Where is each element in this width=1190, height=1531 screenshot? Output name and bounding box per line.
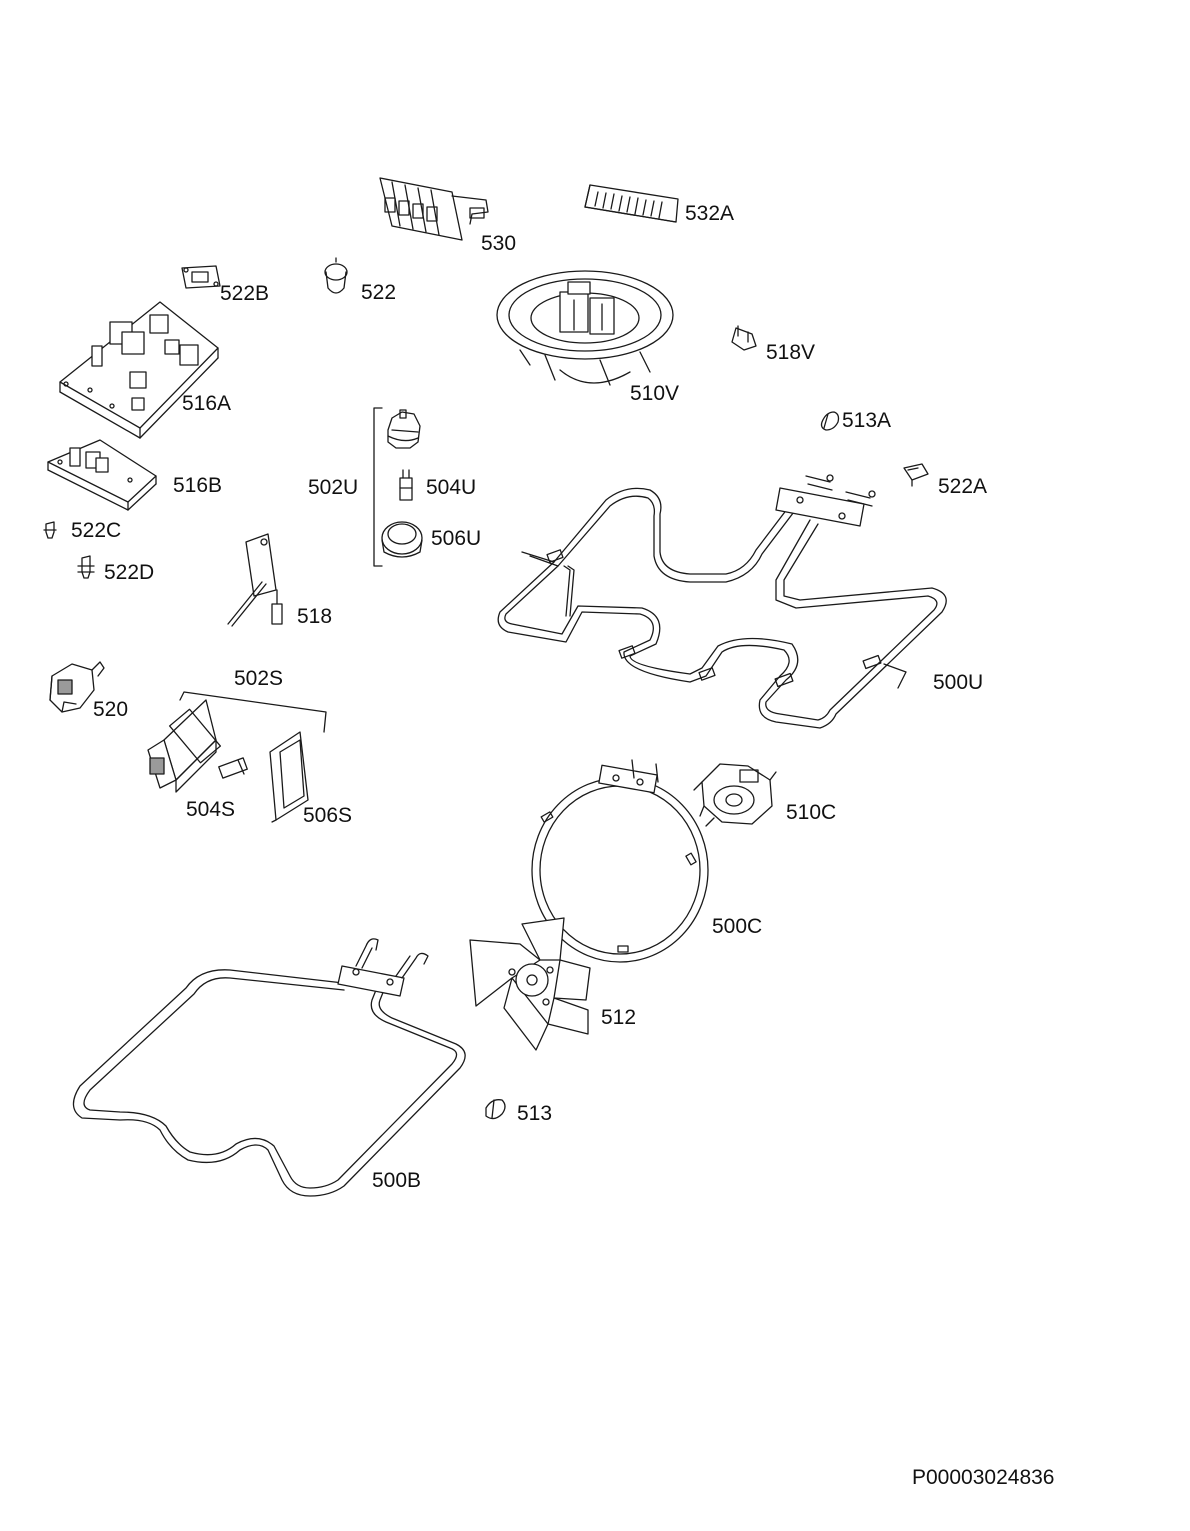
part-522C-clip [43, 521, 57, 539]
label-522A: 522A [938, 475, 988, 498]
label-502U: 502U [308, 476, 359, 499]
part-510V-fan-motor [496, 270, 674, 386]
label-513: 513 [517, 1102, 553, 1125]
label-516B: 516B [173, 474, 223, 497]
label-506S: 506S [303, 804, 353, 827]
part-522A-bracket [903, 463, 929, 487]
part-513A-cap [820, 411, 840, 431]
label-510C: 510C [786, 801, 837, 824]
label-520: 520 [93, 698, 129, 721]
label-504U: 504U [426, 476, 477, 499]
label-530: 530 [481, 232, 517, 255]
part-518-probe [227, 533, 283, 627]
part-500B-bottom-element [72, 938, 466, 1197]
part-512-fan-blade [469, 917, 591, 1051]
part-502S-bracket [179, 691, 327, 733]
label-500C: 500C [712, 915, 763, 938]
part-500C-circular-element [531, 759, 709, 963]
part-532A-connector-strip [584, 184, 679, 223]
part-510C-fan-motor [693, 763, 777, 827]
label-506U: 506U [431, 527, 482, 550]
label-512: 512 [601, 1006, 637, 1029]
label-516A: 516A [182, 392, 232, 415]
part-504S-bulb [218, 757, 248, 779]
part-516B-aux-pcb [47, 439, 157, 511]
label-518: 518 [297, 605, 333, 628]
part-500U-grill-element [497, 474, 947, 729]
part-lamp-housing [147, 699, 222, 793]
part-516A-main-pcb [59, 301, 219, 439]
label-510V: 510V [630, 382, 680, 405]
label-532A: 532A [685, 202, 735, 225]
label-502S: 502S [234, 667, 284, 690]
part-520-door-switch [49, 661, 105, 713]
part-522D-clip [77, 555, 95, 579]
part-502U-bracket [373, 407, 383, 567]
part-522B-plate [181, 265, 221, 289]
label-522B: 522B [220, 282, 270, 305]
label-500B: 500B [372, 1169, 422, 1192]
label-504S: 504S [186, 798, 236, 821]
part-522-clip [324, 257, 348, 294]
part-504U-bulb [399, 469, 413, 501]
part-513-cap [485, 1099, 506, 1120]
label-522: 522 [361, 281, 397, 304]
part-530-terminal-block [379, 177, 489, 241]
part-lamp-holder-top [387, 409, 421, 449]
part-506U-lamp-cover [381, 521, 423, 558]
label-513A: 513A [842, 409, 892, 432]
part-518V-sensor [731, 325, 757, 351]
label-522D: 522D [104, 561, 155, 584]
document-id: P00003024836 [912, 1466, 1055, 1489]
part-506S-glass-cover [269, 731, 309, 823]
label-500U: 500U [933, 671, 984, 694]
label-522C: 522C [71, 519, 122, 542]
label-518V: 518V [766, 341, 816, 364]
